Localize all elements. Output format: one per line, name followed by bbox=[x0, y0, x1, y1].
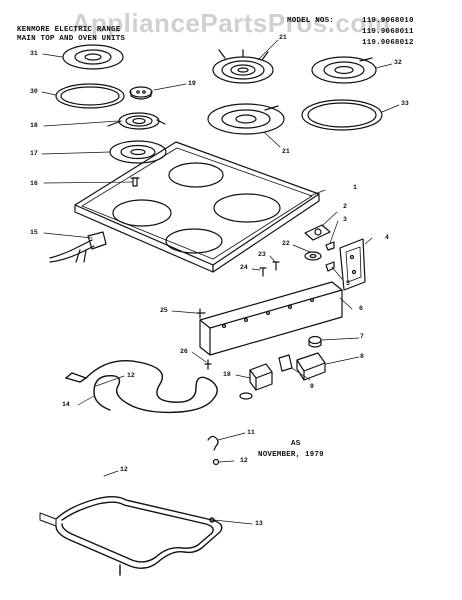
part-number-14: 14 bbox=[62, 401, 70, 408]
switch-8 bbox=[296, 352, 326, 381]
switch-9 bbox=[278, 354, 293, 372]
knob-7 bbox=[308, 335, 322, 348]
clip-3 bbox=[325, 241, 335, 251]
part-number-11: 11 bbox=[247, 429, 255, 436]
part-number-22: 22 bbox=[282, 240, 290, 247]
part-number-19: 19 bbox=[188, 80, 196, 87]
model-number-2: 119.9068011 bbox=[362, 28, 414, 36]
part-number-2: 2 bbox=[343, 203, 347, 210]
surface-element-18 bbox=[107, 112, 166, 130]
receptacle-22 bbox=[304, 251, 322, 261]
clip-5 bbox=[325, 261, 335, 272]
broil-element-14 bbox=[65, 360, 218, 414]
part-number-12-c: 12 bbox=[120, 466, 128, 473]
part-number-12-b: 12 bbox=[127, 372, 135, 379]
title-line-1: KENMORE ELECTRIC RANGE bbox=[17, 26, 121, 34]
terminal-block-19 bbox=[129, 86, 153, 100]
part-number-31: 31 bbox=[30, 50, 38, 57]
screw-26 bbox=[204, 359, 212, 370]
screw-12-upper bbox=[212, 458, 220, 466]
part-number-25: 25 bbox=[160, 307, 168, 314]
hinge-4 bbox=[339, 238, 366, 291]
drip-pan-21-large bbox=[207, 103, 285, 135]
watermark: AppliancePartsPros.com bbox=[71, 8, 391, 38]
power-cord-15 bbox=[49, 231, 107, 263]
screw-23 bbox=[272, 261, 280, 271]
part-number-23: 23 bbox=[258, 251, 266, 258]
part-number-30: 30 bbox=[30, 88, 38, 95]
part-number-21-a: 21 bbox=[279, 34, 287, 41]
screw-24 bbox=[259, 267, 267, 277]
screw-16 bbox=[130, 177, 140, 187]
part-number-1: 1 bbox=[353, 184, 357, 191]
note-line-1: AS bbox=[291, 440, 301, 448]
trim-ring-33 bbox=[301, 99, 383, 131]
surface-element-20 bbox=[212, 49, 274, 84]
part-number-6: 6 bbox=[359, 305, 363, 312]
main-top-panel bbox=[74, 141, 320, 273]
leader-lines bbox=[41, 39, 400, 525]
part-number-24: 24 bbox=[240, 264, 248, 271]
trim-ring-30 bbox=[55, 83, 125, 109]
screw-25 bbox=[196, 308, 206, 319]
part-number-12-a: 12 bbox=[240, 457, 248, 464]
model-number-3: 119.9068012 bbox=[362, 39, 414, 47]
part-number-21-b: 21 bbox=[282, 148, 290, 155]
part-number-4: 4 bbox=[385, 234, 389, 241]
part-number-3: 3 bbox=[343, 216, 347, 223]
model-number-1: 119.9068010 bbox=[362, 17, 414, 25]
part-number-17: 17 bbox=[30, 150, 38, 157]
part-number-32: 32 bbox=[394, 59, 402, 66]
part-number-26: 26 bbox=[180, 348, 188, 355]
part-number-5: 5 bbox=[346, 280, 350, 287]
part-number-8: 8 bbox=[360, 353, 364, 360]
clip-11 bbox=[207, 435, 219, 451]
part-number-33: 33 bbox=[401, 100, 409, 107]
part-number-7: 7 bbox=[360, 333, 364, 340]
note-line-2: NOVEMBER, 1979 bbox=[258, 451, 324, 459]
bake-element-13 bbox=[39, 496, 223, 576]
front-channel-6 bbox=[199, 281, 343, 356]
part-number-18-a: 18 bbox=[30, 122, 38, 129]
part-number-13: 13 bbox=[255, 520, 263, 527]
title-line-2: MAIN TOP AND OVEN UNITS bbox=[17, 35, 126, 43]
thermostat-18 bbox=[239, 363, 273, 400]
part-number-15: 15 bbox=[30, 229, 38, 236]
part-number-9: 9 bbox=[310, 383, 314, 390]
drip-pan-32 bbox=[311, 56, 377, 84]
part-number-18-b: 18 bbox=[223, 371, 231, 378]
part-number-16: 16 bbox=[30, 180, 38, 187]
drip-pan-31 bbox=[62, 44, 124, 70]
model-label: MODEL NOS: bbox=[287, 17, 335, 25]
bracket-2 bbox=[304, 224, 331, 241]
